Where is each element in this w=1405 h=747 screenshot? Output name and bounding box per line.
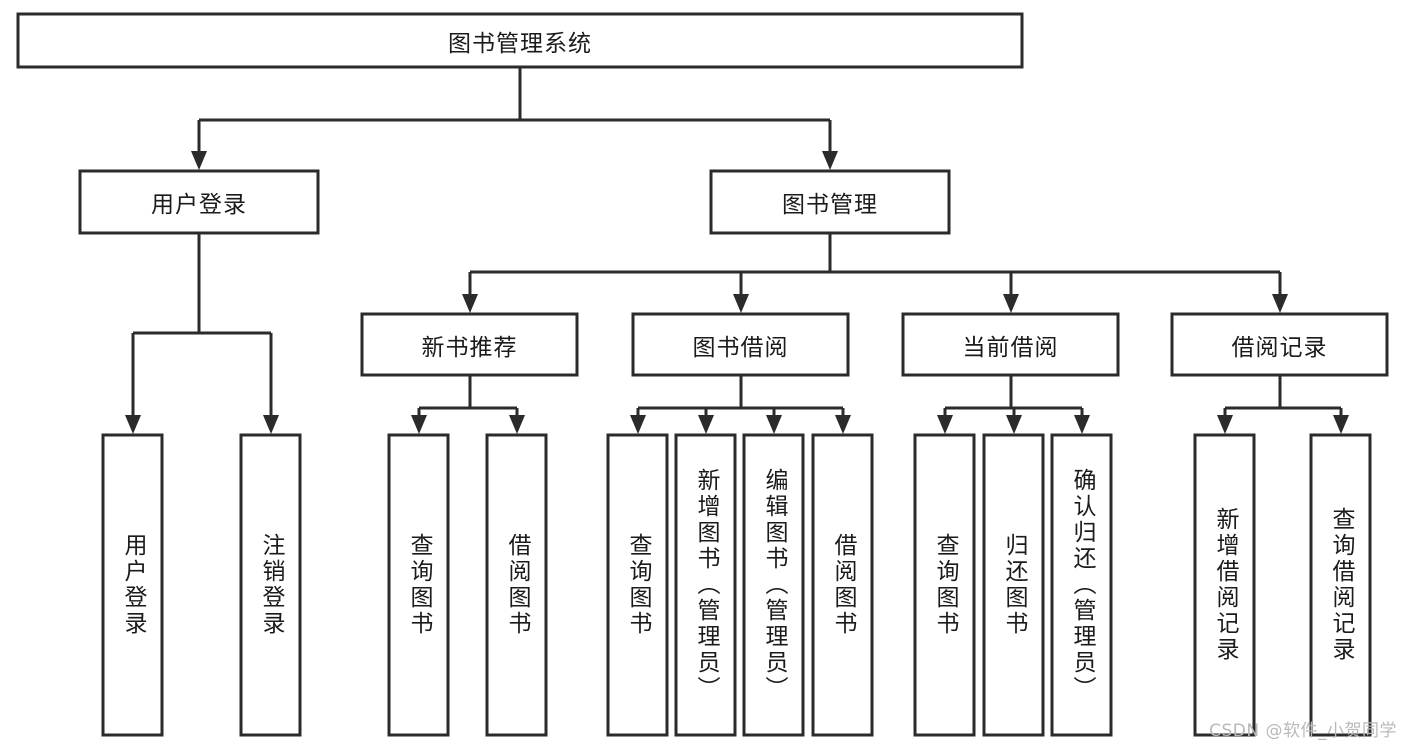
arrow-head-icon [937,415,953,434]
node-box-leaf-return-book[interactable] [982,433,1045,737]
arrow-head-icon [191,151,207,170]
node-box-borrow-record[interactable] [1170,312,1389,377]
arrow-head-icon [733,294,749,313]
node-box-leaf-query-book-borrow[interactable] [606,433,669,737]
arrow-head-icon [1272,294,1288,313]
node-box-book-borrow[interactable] [631,312,850,377]
node-box-leaf-confirm-return-admin[interactable] [1050,433,1113,737]
arrow-head-icon [835,415,851,434]
connector-layer [125,67,1349,434]
arrow-head-icon [263,415,279,434]
node-box-leaf-query-book-current[interactable] [913,433,976,737]
arrow-head-icon [509,415,525,434]
arrow-head-icon [766,415,782,434]
arrow-head-icon [1006,415,1022,434]
arrow-head-icon [411,415,427,434]
node-box-current-borrow[interactable] [901,312,1120,377]
node-box-leaf-user-login[interactable] [101,433,164,737]
node-box-layer [16,12,1389,737]
node-box-user-login[interactable] [78,169,320,235]
node-box-leaf-borrow-book-recommend[interactable] [485,433,548,737]
node-box-leaf-add-book-admin[interactable] [674,433,737,737]
node-box-leaf-add-borrow-record[interactable] [1193,433,1256,737]
node-box-leaf-logout[interactable] [239,433,302,737]
node-box-root[interactable] [16,12,1024,69]
node-box-leaf-query-borrow-record[interactable] [1309,433,1372,737]
arrow-head-icon [125,415,141,434]
arrow-head-icon [1003,294,1019,313]
node-box-leaf-edit-book-admin[interactable] [742,433,805,737]
arrow-head-icon [1333,415,1349,434]
node-box-new-book-recommend[interactable] [360,312,579,377]
arrow-head-icon [462,294,478,313]
arrow-head-icon [1217,415,1233,434]
node-box-leaf-query-book-recommend[interactable] [387,433,450,737]
node-box-book-management[interactable] [709,169,951,235]
node-box-leaf-borrow-book[interactable] [811,433,874,737]
arrow-head-icon [822,151,838,170]
arrow-head-icon [698,415,714,434]
arrow-head-icon [630,415,646,434]
arrow-head-icon [1074,415,1090,434]
csdn-watermark: CSDN @软件_小贺同学 [1209,721,1397,741]
